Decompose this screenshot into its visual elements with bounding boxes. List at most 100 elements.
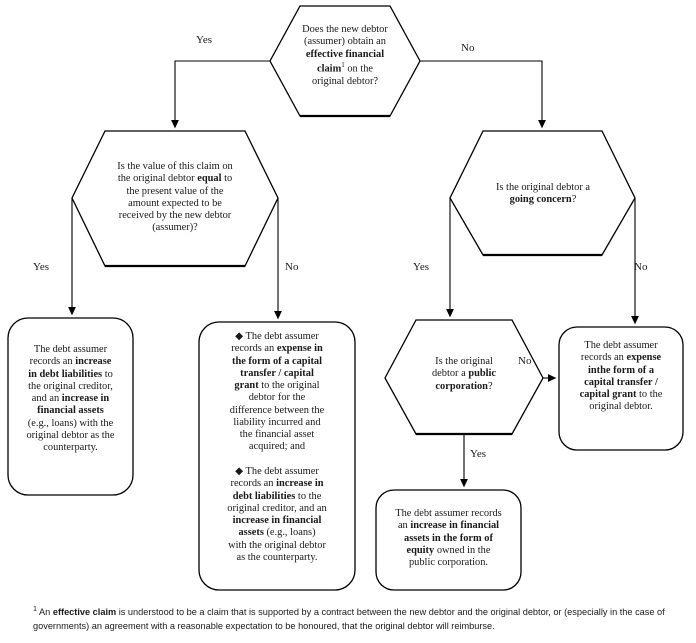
node-out-two-bullets[interactable] [198,321,356,591]
node-q-value-equal-label: Is the value of this claim on the origin… [82,161,268,235]
line-5: received by the new debtor [118,210,232,222]
branch-label-top-yes: Yes [196,34,213,46]
node-q-going-concern-label: Is the original debtor a going concern? [463,182,623,207]
bullet-2-line-3-tail: to the [295,490,322,502]
node-q-public-corporation[interactable] [384,319,544,436]
bullet-2-line-7: with the original debtor [228,539,326,551]
node-q-effective-claim-label: Does the new debtor (assumer) obtain an … [278,24,412,88]
bullet-2-line-2: records an [230,478,277,490]
bullet-2-line-5: increase in financial [232,515,322,527]
line-3: in debt liabilities [28,368,103,380]
line-2-bold: public [468,368,497,380]
line-2: going concern [509,194,572,206]
line-3-tail: ? [487,380,493,392]
line-4: claim [316,63,342,75]
line-6: financial assets [37,405,104,417]
line-2-tail: to [221,173,233,185]
footnote-bold-term: effective claim [52,607,117,618]
node-out-expense-capital-transfer-label: The debt assumer records an expense inth… [563,340,679,414]
line-2: records an [580,352,627,364]
node-out-increase-liabilities-label: The debt assumer records an increase in … [12,344,129,454]
line-6: original debtor. [589,401,653,413]
bullet-1-line-3: the form of a capital [231,355,323,367]
line-1: Does the new debtor [302,24,388,35]
line-5: original debtor? [311,75,379,87]
line-7: (e.g., loans) with the [27,417,114,429]
bullet-1-line-1: ◆ The debt assumer [235,331,319,342]
line-4: capital transfer / [584,376,658,388]
line-9: counterparty. [43,442,98,454]
line-3: effective financial [305,48,385,60]
footnote-rest: is understood to be a claim that is supp… [33,607,665,632]
line-1: Is the original debtor a [495,182,591,193]
line-1: Is the value of this claim on [117,161,233,172]
connector-top-yes [171,60,270,129]
bullet-2-line-3: debt liabilities [232,490,296,502]
line-1: The debt assumer [33,344,108,355]
node-out-equity[interactable] [375,489,522,591]
line-2: records an [29,356,76,368]
bullet-1-line-8: liability incurred and [233,416,321,428]
line-3-tail: to [102,368,113,380]
bullet-1-line-5: grant [234,380,259,392]
bullet-1-line-10: acquired; and [248,441,306,453]
line-1: The debt assumer [584,340,658,351]
line-2-bold: expense [626,352,662,364]
bullet-1-line-9: the financial asset [239,429,315,441]
bullet-1-line-7: difference between the [229,404,325,416]
node-out-equity-label: The debt assumer records an increase in … [380,508,517,569]
connector-top-no [420,60,546,129]
node-q-public-corporation-label: Is the original debtor a public corporat… [398,356,530,393]
line-1: The debt assumer records [395,508,502,519]
node-out-expense-capital-transfer[interactable] [558,326,684,451]
bullet-1-line-6: debtor for the [248,392,306,404]
node-out-two-bullets-label-second: ◆ The debt assumer records an increase i… [205,466,349,564]
line-3: corporation [435,380,488,392]
line-4: equity [406,544,435,556]
line-6: (assumer)? [152,222,198,234]
node-out-increase-liabilities[interactable] [7,317,134,496]
line-2: the original debtor [117,173,198,185]
bullet-2-line-8: as the counterparty. [236,551,318,563]
line-2-tail: ? [571,194,577,206]
bullet-2-line-4: original creditor, and an [227,502,327,514]
branch-label-pubcorp-yes: Yes [470,448,487,460]
line-3: the present value of the [126,185,224,197]
line-2-bold: increase [75,356,112,368]
line-4: amount expected to be [128,197,222,209]
node-out-two-bullets-label-first: ◆ The debt assumer records an expense in… [205,331,349,454]
bullet-2-line-6: assets [238,527,264,539]
line-2: debtor a [431,368,469,380]
line-2: (assumer) obtain an [304,36,386,48]
line-5: public corporation. [408,557,489,569]
bullet-1-line-2-bold: expense in [276,343,323,355]
branch-label-top-no: No [461,42,475,54]
bullet-2-line-6-tail: (e.g., loans) [263,527,316,539]
bullet-1-line-4: transfer / capital [240,367,314,379]
branch-label-left-no: No [285,261,299,273]
branch-label-left-yes: Yes [33,261,50,273]
line-5: capital grant [579,389,637,401]
line-5-bold: increase in [61,393,110,405]
footnote: 1 An effective claim is understood to be… [33,604,673,634]
line-2-bold: increase in financial [410,520,500,532]
line-1: Is the original [435,356,493,367]
branch-label-right-no: No [634,261,648,273]
bullet-2-line-1: ◆ The debt assumer [235,466,319,477]
line-2: an [397,520,411,532]
line-5-tail: to the [636,389,663,401]
bullet-1-line-2: records an [231,343,277,355]
line-4-tail: on the [344,63,374,75]
line-5: and an [31,393,62,405]
line-3: assets in the form of [404,532,493,544]
branch-label-pubcorp-no: No [518,355,532,367]
line-8: original debtor as the [26,429,115,441]
bullet-1-line-5-tail: to the original [258,380,320,392]
branch-label-right-yes: Yes [413,261,430,273]
line-3: inthe form of a [587,364,655,376]
footnote-lead: An [37,607,53,618]
line-2-bold: equal [197,173,222,185]
bullet-2-line-2-bold: increase in [276,478,324,490]
